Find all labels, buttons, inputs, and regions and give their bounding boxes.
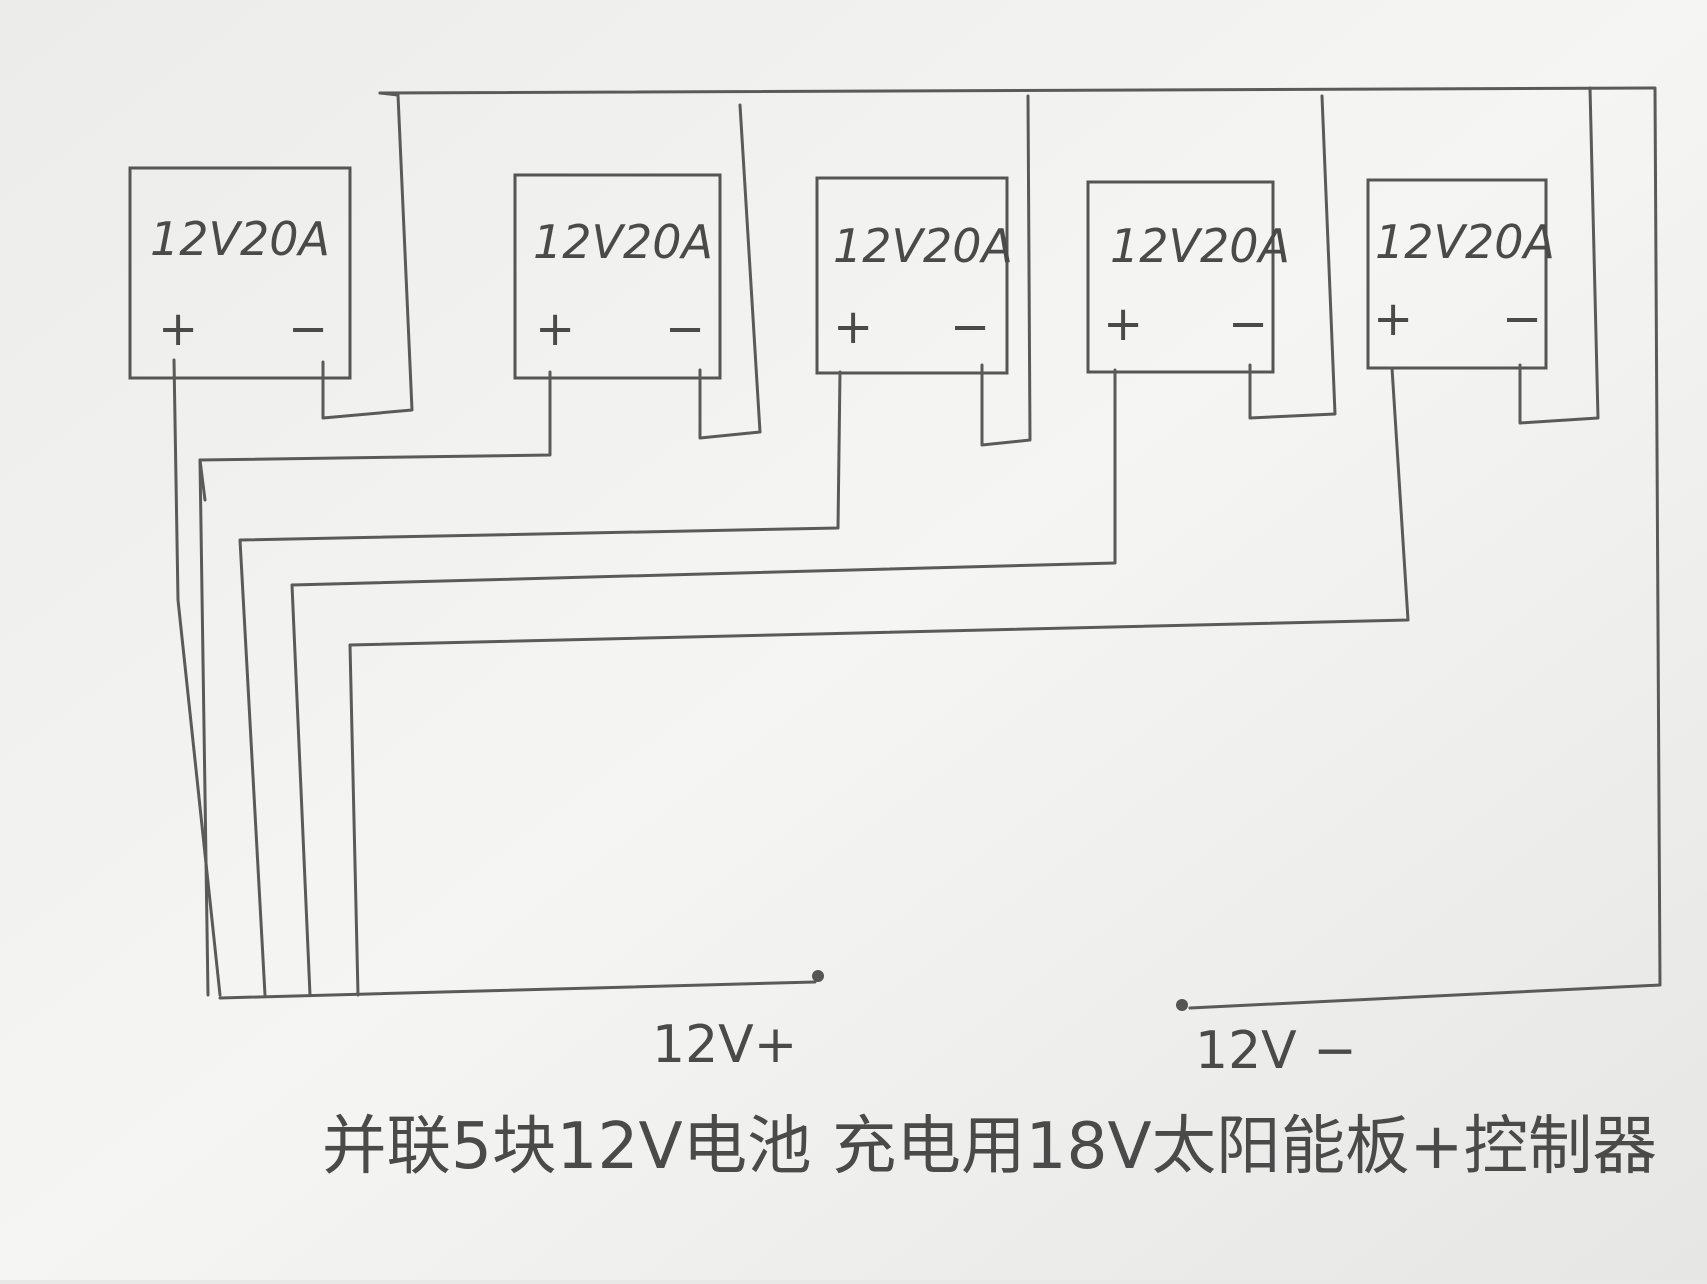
- neg-wire-5: [1518, 86, 1600, 425]
- battery-minus: −: [1228, 296, 1268, 352]
- pos-wire-2a: [198, 370, 552, 997]
- positive-bus: [218, 980, 817, 1000]
- battery-label: 12V20A: [1375, 215, 1555, 269]
- pos-wire-2b: [198, 458, 207, 502]
- battery-box: [128, 166, 352, 380]
- battery-box: [815, 176, 1009, 375]
- diagram-caption: 并联5块12V电池 充电用18V太阳能板+控制器: [322, 1110, 1657, 1184]
- battery-plus: +: [1373, 291, 1413, 347]
- battery-label: 12V20A: [150, 212, 330, 266]
- battery-minus: −: [1502, 291, 1542, 347]
- battery-box: [1366, 178, 1548, 370]
- battery-label: 12V20A: [533, 215, 713, 269]
- neg-wire-4: [1248, 94, 1337, 420]
- battery-4: 12V20A + −: [1086, 180, 1290, 374]
- positive-terminal-dot: [812, 970, 824, 982]
- battery-plus: +: [1103, 296, 1143, 352]
- battery-minus: −: [950, 299, 990, 355]
- positive-terminal-label: 12V+: [652, 1015, 797, 1075]
- battery-2: 12V20A + −: [513, 173, 722, 380]
- battery-box: [1086, 180, 1275, 374]
- battery-box: [513, 173, 722, 380]
- battery-3: 12V20A + −: [815, 176, 1013, 375]
- battery-label: 12V20A: [1110, 219, 1290, 273]
- positive-wiring: [172, 358, 1410, 1000]
- pos-wire-3: [238, 370, 842, 997]
- negative-bus: [378, 86, 1662, 1010]
- battery-1: 12V20A + −: [128, 166, 352, 380]
- pos-wire-4: [290, 368, 1117, 997]
- battery-plus: +: [158, 301, 198, 357]
- pos-wire-5: [348, 366, 1410, 997]
- neg-wire-3: [980, 94, 1032, 447]
- neg-wire-2: [698, 103, 762, 440]
- negative-wiring: [321, 86, 1662, 1011]
- negative-terminal-dot: [1176, 999, 1188, 1011]
- battery-5: 12V20A + −: [1366, 178, 1555, 370]
- negative-terminal-label: 12V −: [1195, 1021, 1357, 1081]
- battery-minus: −: [288, 301, 328, 357]
- battery-plus: +: [535, 301, 575, 357]
- battery-plus: +: [833, 299, 873, 355]
- battery-minus: −: [665, 301, 705, 357]
- battery-label: 12V20A: [833, 219, 1013, 273]
